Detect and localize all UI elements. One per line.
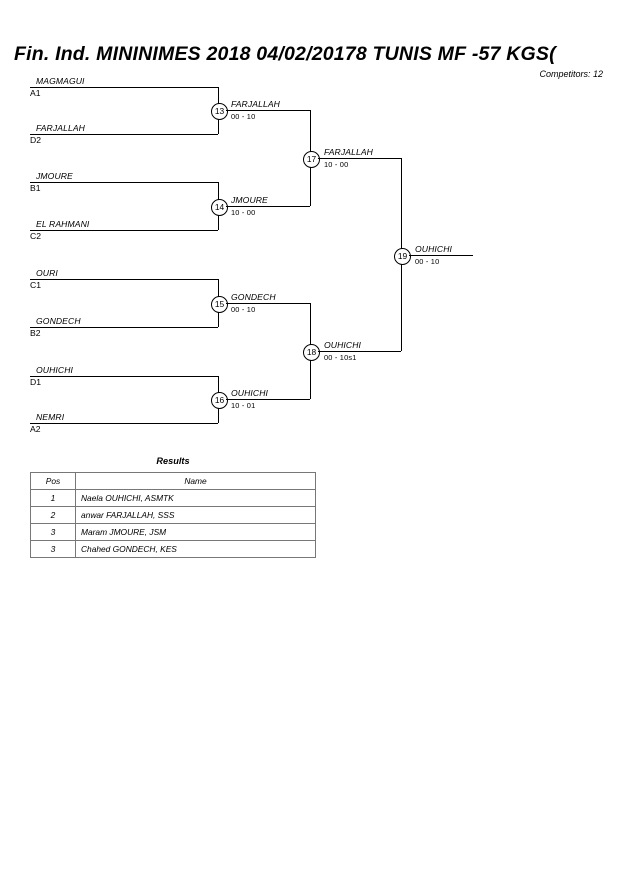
match-score: 10 - 00 bbox=[324, 160, 349, 169]
match-winner: JMOURE bbox=[231, 195, 268, 205]
match-winner: OUHICHI bbox=[231, 388, 268, 398]
athlete-seed: D2 bbox=[30, 135, 41, 145]
result-position: 2 bbox=[30, 506, 76, 524]
athlete-seed: C1 bbox=[30, 280, 41, 290]
match-winner: FARJALLAH bbox=[324, 147, 373, 157]
result-position: 3 bbox=[30, 523, 76, 541]
match-line bbox=[226, 206, 310, 207]
table-header-row: Pos Name bbox=[30, 472, 316, 490]
tournament-title-text: Fin. Ind. MININIMES 2018 04/02/20178 TUN… bbox=[14, 43, 550, 65]
match-number[interactable]: 15 bbox=[211, 296, 228, 313]
champion-line bbox=[409, 255, 473, 256]
match-line bbox=[226, 399, 310, 400]
athlete-line bbox=[30, 87, 218, 88]
athlete-line bbox=[30, 182, 218, 183]
match-number[interactable]: 16 bbox=[211, 392, 228, 409]
match-number[interactable]: 17 bbox=[303, 151, 320, 168]
athlete-name: OUHICHI bbox=[36, 365, 73, 375]
match-line bbox=[318, 351, 401, 352]
result-position: 1 bbox=[30, 489, 76, 507]
athlete-name: OURI bbox=[36, 268, 58, 278]
results-table: Pos Name 1 Naela OUHICHI, ASMTK 2 anwar … bbox=[30, 472, 316, 558]
title-clipped-glyph: ( bbox=[549, 43, 556, 65]
column-header-pos: Pos bbox=[30, 472, 76, 490]
athlete-line bbox=[30, 279, 218, 280]
competitors-count: Competitors: 12 bbox=[539, 69, 603, 79]
match-number[interactable]: 18 bbox=[303, 344, 320, 361]
match-score: 00 - 10 bbox=[415, 257, 440, 266]
athlete-seed: A2 bbox=[30, 424, 41, 434]
match-score: 00 - 10s1 bbox=[324, 353, 357, 362]
athlete-name: NEMRI bbox=[36, 412, 65, 422]
match-score: 10 - 01 bbox=[231, 401, 256, 410]
table-row: 1 Naela OUHICHI, ASMTK bbox=[30, 489, 316, 507]
athlete-name: MAGMAGUI bbox=[36, 76, 85, 86]
result-name: Chahed GONDECH, KES bbox=[75, 540, 316, 558]
column-header-name: Name bbox=[75, 472, 316, 490]
athlete-name: FARJALLAH bbox=[36, 123, 85, 133]
results-heading: Results bbox=[156, 456, 190, 466]
athlete-line bbox=[30, 423, 218, 424]
athlete-line bbox=[30, 134, 218, 135]
match-number[interactable]: 19 bbox=[394, 248, 411, 265]
match-winner: OUHICHI bbox=[324, 340, 361, 350]
result-name: anwar FARJALLAH, SSS bbox=[75, 506, 316, 524]
table-row: 3 Chahed GONDECH, KES bbox=[30, 540, 316, 558]
match-winner: GONDECH bbox=[231, 292, 276, 302]
athlete-seed: A1 bbox=[30, 88, 41, 98]
match-line bbox=[318, 158, 401, 159]
match-score: 10 - 00 bbox=[231, 208, 256, 217]
result-name: Naela OUHICHI, ASMTK bbox=[75, 489, 316, 507]
champion-name: OUHICHI bbox=[415, 244, 452, 254]
page-title: Fin. Ind. MININIMES 2018 04/02/20178 TUN… bbox=[14, 43, 630, 66]
athlete-name: JMOURE bbox=[36, 171, 73, 181]
athlete-seed: C2 bbox=[30, 231, 41, 241]
athlete-line bbox=[30, 327, 218, 328]
athlete-name: EL RAHMANI bbox=[36, 219, 90, 229]
table-row: 3 Maram JMOURE, JSM bbox=[30, 523, 316, 541]
match-line bbox=[226, 110, 310, 111]
athlete-line bbox=[30, 376, 218, 377]
match-winner: FARJALLAH bbox=[231, 99, 280, 109]
result-position: 3 bbox=[30, 540, 76, 558]
match-number[interactable]: 14 bbox=[211, 199, 228, 216]
match-number[interactable]: 13 bbox=[211, 103, 228, 120]
athlete-seed: D1 bbox=[30, 377, 41, 387]
match-line bbox=[226, 303, 310, 304]
match-score: 00 - 10 bbox=[231, 305, 256, 314]
athlete-name: GONDECH bbox=[36, 316, 81, 326]
athlete-seed: B2 bbox=[30, 328, 41, 338]
match-score: 00 - 10 bbox=[231, 112, 256, 121]
result-name: Maram JMOURE, JSM bbox=[75, 523, 316, 541]
athlete-seed: B1 bbox=[30, 183, 41, 193]
table-row: 2 anwar FARJALLAH, SSS bbox=[30, 506, 316, 524]
athlete-line bbox=[30, 230, 218, 231]
